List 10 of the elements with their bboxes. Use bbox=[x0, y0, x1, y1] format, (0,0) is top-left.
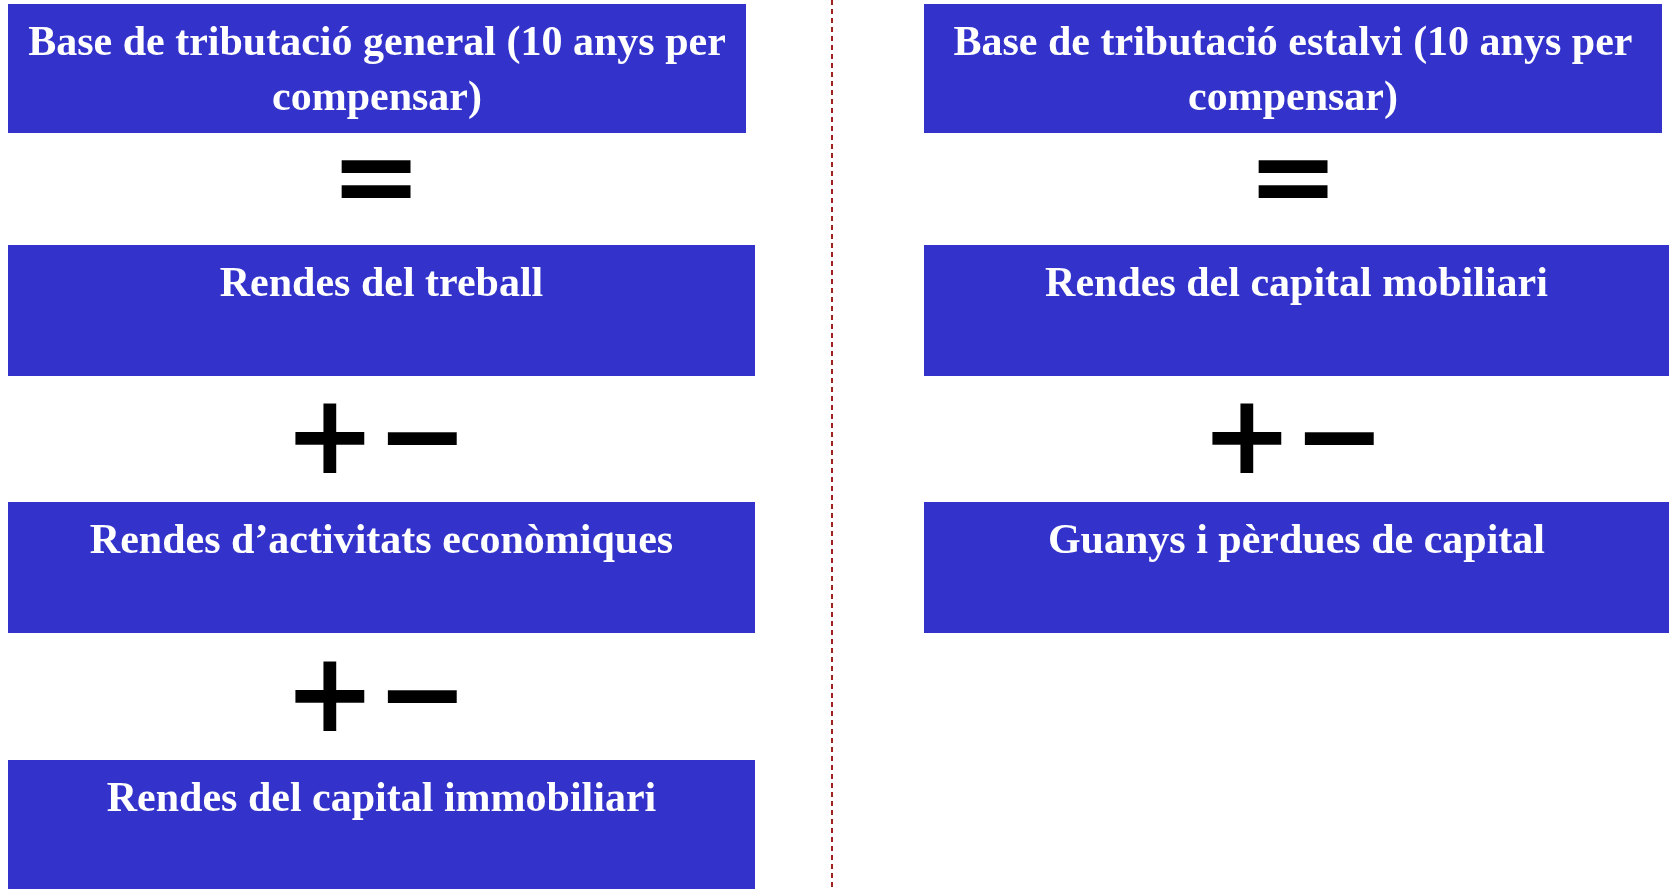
plus-minus-sign: +− bbox=[283, 380, 469, 490]
category-box: Rendes d’activitats econòmiques bbox=[8, 502, 755, 633]
plus-minus-sign: +− bbox=[1200, 380, 1386, 490]
category-box: Base de tributació general (10 anys per compensar) bbox=[8, 4, 746, 133]
category-box: Rendes del capital mobiliari bbox=[924, 245, 1669, 376]
category-box: Rendes del capital immobiliari bbox=[8, 760, 755, 889]
category-box: Guanys i pèrdues de capital bbox=[924, 502, 1669, 633]
plus-minus-sign: +− bbox=[283, 638, 469, 748]
category-box: Base de tributació estalvi (10 anys per compensar) bbox=[924, 4, 1662, 133]
category-box: Rendes del treball bbox=[8, 245, 755, 376]
